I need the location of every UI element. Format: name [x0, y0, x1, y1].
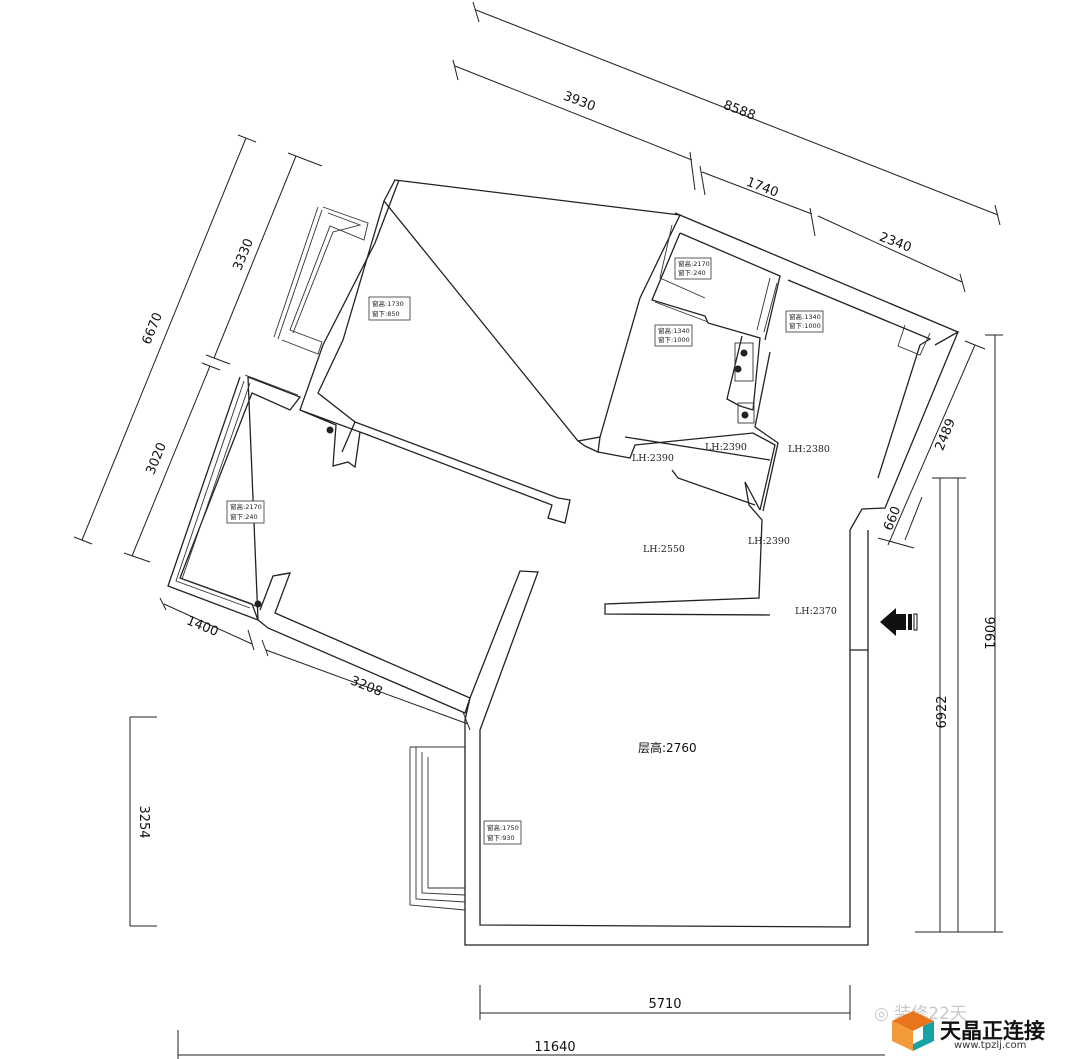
window-tag: 窗高:2170 窗下:240 — [674, 257, 712, 280]
walls — [167, 179, 960, 946]
dimension-lines — [73, 1, 1003, 1059]
dim-left-lower: 3020 — [144, 441, 170, 477]
fixture-dot — [734, 365, 742, 373]
window-tag: 窗高:1340 窗下:1000 — [785, 310, 824, 333]
fixture-dot — [254, 600, 262, 608]
dim-left-total: 6670 — [140, 311, 166, 347]
dim-right-lower: 6922 — [935, 695, 950, 728]
svg-text:窗高:1750: 窗高:1750 — [487, 823, 519, 832]
room-height-label: LH:2550 — [643, 544, 685, 555]
watermark-url: www.tpzlj.com — [954, 1040, 1027, 1051]
room-height-label: LH:2390 — [748, 536, 790, 547]
dim-bottom-mid: 5710 — [648, 997, 681, 1012]
dim-right-total: 9061 — [981, 616, 996, 649]
dim-lower-left-b: 3208 — [348, 674, 384, 700]
fixture-dot — [741, 411, 749, 419]
svg-text:窗下:240: 窗下:240 — [678, 268, 706, 277]
window-tag: 窗高:1730 窗下:850 — [368, 296, 411, 321]
room-height-label: LH:2390 — [705, 442, 747, 453]
watermark: ◎ 装修22天 天晶正连接 www.tpzlj.com — [872, 999, 1072, 1055]
dim-top-mid: 1740 — [744, 175, 780, 201]
svg-text:窗高:1340: 窗高:1340 — [658, 326, 690, 335]
dim-lower-left-a: 1400 — [184, 614, 220, 640]
dim-left-upper: 3330 — [231, 237, 257, 273]
window-tags: 窗高:1730 窗下:850 窗高:2170 窗下:240 窗高:1340 窗下… — [226, 257, 824, 845]
window-tag: 窗高:1340 窗下:1000 — [654, 324, 693, 347]
svg-text:窗高:1730: 窗高:1730 — [372, 299, 404, 308]
room-height-label: LH:2390 — [632, 453, 674, 464]
svg-text:窗下:850: 窗下:850 — [372, 309, 400, 318]
fixture-dot — [326, 426, 334, 434]
wechat-icon: ◎ — [874, 1004, 889, 1024]
svg-text:窗高:1340: 窗高:1340 — [789, 312, 821, 321]
dim-right-upper: 2489 — [933, 417, 959, 453]
room-height-labels: LH:2390 LH:2390 LH:2380 LH:2550 LH:2390 … — [632, 442, 837, 755]
dimension-labels: 8588 3930 1740 2340 6670 3330 3020 2489 … — [136, 89, 996, 1055]
fixture-dot — [740, 349, 748, 357]
svg-text:窗下:1000: 窗下:1000 — [789, 321, 821, 330]
window-tag: 窗高:2170 窗下:240 — [226, 500, 265, 524]
svg-text:窗下:1000: 窗下:1000 — [658, 335, 690, 344]
svg-text:窗高:2170: 窗高:2170 — [230, 502, 262, 511]
window-strips — [175, 206, 931, 911]
dim-left-bottom: 3254 — [136, 805, 151, 838]
fixture-dots — [254, 342, 755, 608]
svg-text:窗下:240: 窗下:240 — [230, 512, 258, 521]
dim-top-total: 8588 — [721, 98, 757, 124]
watermark-brand-name: 天晶正连接 — [940, 1019, 1045, 1043]
dim-bottom-total: 11640 — [534, 1040, 575, 1055]
room-height-label: LH:2380 — [788, 444, 830, 455]
window-tag: 窗高:1750 窗下:930 — [483, 820, 522, 845]
entrance-arrow-icon — [880, 608, 918, 636]
svg-text:窗高:2170: 窗高:2170 — [678, 259, 710, 268]
svg-text:窗下:930: 窗下:930 — [487, 833, 515, 842]
ceiling-height-label: 层高:2760 — [638, 740, 697, 755]
room-height-label: LH:2370 — [795, 606, 837, 617]
cube-logo-icon — [892, 1011, 934, 1051]
